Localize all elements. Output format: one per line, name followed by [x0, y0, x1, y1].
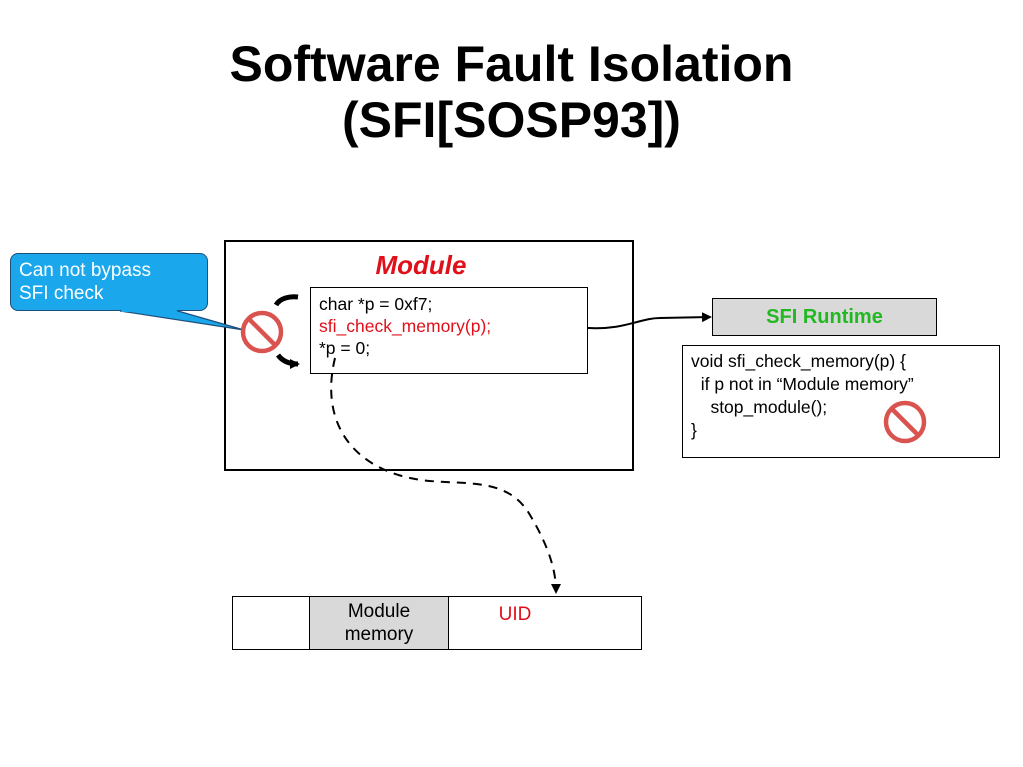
slide-title: Software Fault Isolation (SFI[SOSP93]) [0, 36, 1023, 148]
callout-box: Can not bypass SFI check [10, 253, 208, 311]
memory-module-line-2: memory [344, 624, 414, 645]
module-code-box: char *p = 0xf7; sfi_check_memory(p); *p … [310, 287, 588, 374]
memory-segment-other [233, 597, 310, 649]
code-line-3: *p = 0; [319, 338, 371, 358]
code-line-2: sfi_check_memory(p); [319, 316, 492, 336]
memory-segment-uid: UID [498, 604, 532, 625]
no-entry-icon [240, 310, 284, 354]
title-line-2: (SFI[SOSP93]) [342, 92, 681, 148]
bypass-arc-top [273, 294, 299, 307]
runtime-code-line-3: stop_module(); [691, 397, 828, 417]
code-line-1: char *p = 0xf7; [319, 294, 433, 314]
call-arrow [587, 312, 712, 330]
bypass-arc-bottom [275, 353, 300, 369]
runtime-code-box: void sfi_check_memory(p) { if p not in “… [682, 345, 1000, 458]
memory-bar: Module memory UID [232, 596, 642, 650]
runtime-code-line-4: } [691, 420, 697, 440]
no-entry-icon [883, 400, 927, 444]
runtime-code-line-1: void sfi_check_memory(p) { [691, 351, 906, 371]
callout-tail [119, 310, 245, 331]
callout-line-2: SFI check [19, 283, 104, 304]
runtime-code-line-2: if p not in “Module memory” [691, 374, 914, 394]
memory-segment-module: Module memory [310, 597, 449, 649]
title-line-1: Software Fault Isolation [229, 36, 794, 92]
memory-access-arrow [330, 357, 561, 594]
memory-module-line-1: Module [347, 601, 411, 622]
callout-line-1: Can not bypass [19, 260, 152, 281]
sfi-runtime-label: SFI Runtime [712, 298, 937, 336]
